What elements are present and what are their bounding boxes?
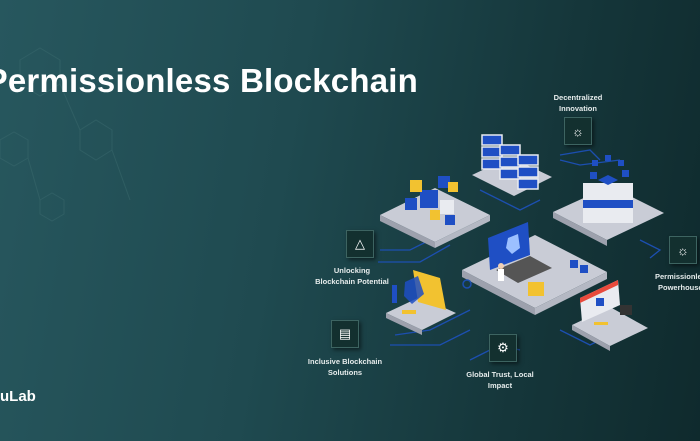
feature-label: Powerhouse bbox=[658, 283, 700, 292]
server-rack-platform bbox=[472, 134, 552, 196]
bulb-idea-icon: ☼ bbox=[669, 236, 697, 264]
gear-badge-icon: ⚙ bbox=[489, 334, 517, 362]
document-icon: ▤ bbox=[331, 320, 359, 348]
folder-shield-platform bbox=[386, 270, 456, 335]
cubes-platform bbox=[380, 176, 490, 248]
block-stack-platform bbox=[553, 155, 664, 246]
circuit-lines bbox=[378, 149, 662, 361]
network-nodes-icon: △ bbox=[346, 230, 374, 258]
feature-label: Inclusive Blockchain bbox=[307, 357, 383, 366]
feature-label: Decentralized bbox=[553, 93, 603, 102]
feature-label: Blockchain Potential bbox=[315, 277, 389, 286]
workdesk-platform bbox=[572, 280, 648, 351]
feature-label: Unlocking bbox=[333, 266, 371, 275]
feature-label: Global Trust, Local bbox=[466, 370, 534, 379]
feature-label: Innovation bbox=[559, 104, 597, 113]
laptop-security-platform bbox=[462, 222, 607, 315]
lightbulb-gear-icon: ☼ bbox=[564, 117, 592, 145]
feature-label: Impact bbox=[487, 381, 513, 390]
feature-label: Permissionless bbox=[655, 272, 700, 281]
page-title: Permissionless Blockchain bbox=[0, 62, 418, 99]
brand-logo-text: uLab bbox=[0, 388, 36, 405]
feature-label: Solutions bbox=[327, 368, 363, 377]
lock-circuit-icon bbox=[462, 279, 472, 289]
